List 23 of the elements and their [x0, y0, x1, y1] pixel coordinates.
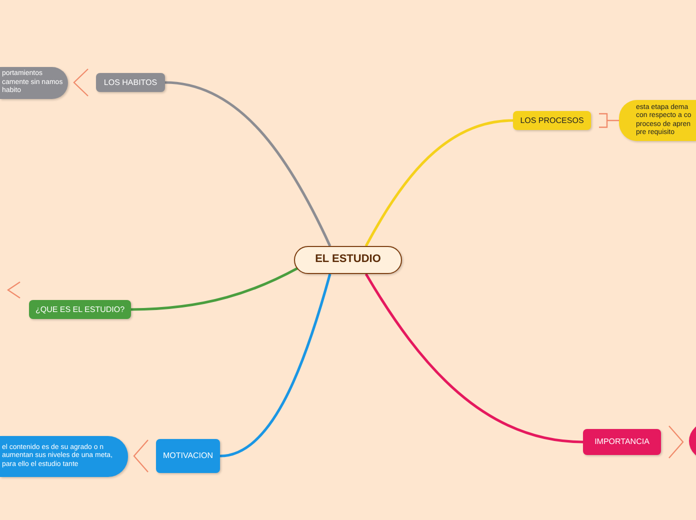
node-label: IMPORTANCIA: [594, 437, 650, 447]
node-label: LOS HABITOS: [104, 78, 158, 88]
bracket-connector: [598, 113, 620, 128]
branch-line: [364, 119, 514, 247]
node-label: EL ESTUDIO: [315, 253, 381, 267]
chevron-connector: [133, 440, 148, 472]
topic-box: [156, 439, 220, 473]
subtopic-bubble: [619, 100, 696, 141]
branch-line: [364, 273, 584, 444]
branch-line: [220, 274, 332, 458]
node-label: MOTIVACION: [162, 451, 214, 461]
branch-line: [130, 266, 299, 311]
chevron-connector: [668, 426, 684, 458]
topic-box: [96, 73, 165, 92]
topic-box: [513, 111, 591, 130]
chevron-connector: [73, 68, 88, 96]
topic-box: [29, 300, 131, 319]
node-label: LOS PROCESOS: [520, 116, 584, 126]
branch-line: [164, 81, 332, 247]
topic-box: [583, 429, 661, 455]
central-topic: [294, 246, 402, 274]
node-label: ¿QUE ES EL ESTUDIO?: [35, 304, 125, 314]
subtopic-bubble: [0, 436, 128, 477]
